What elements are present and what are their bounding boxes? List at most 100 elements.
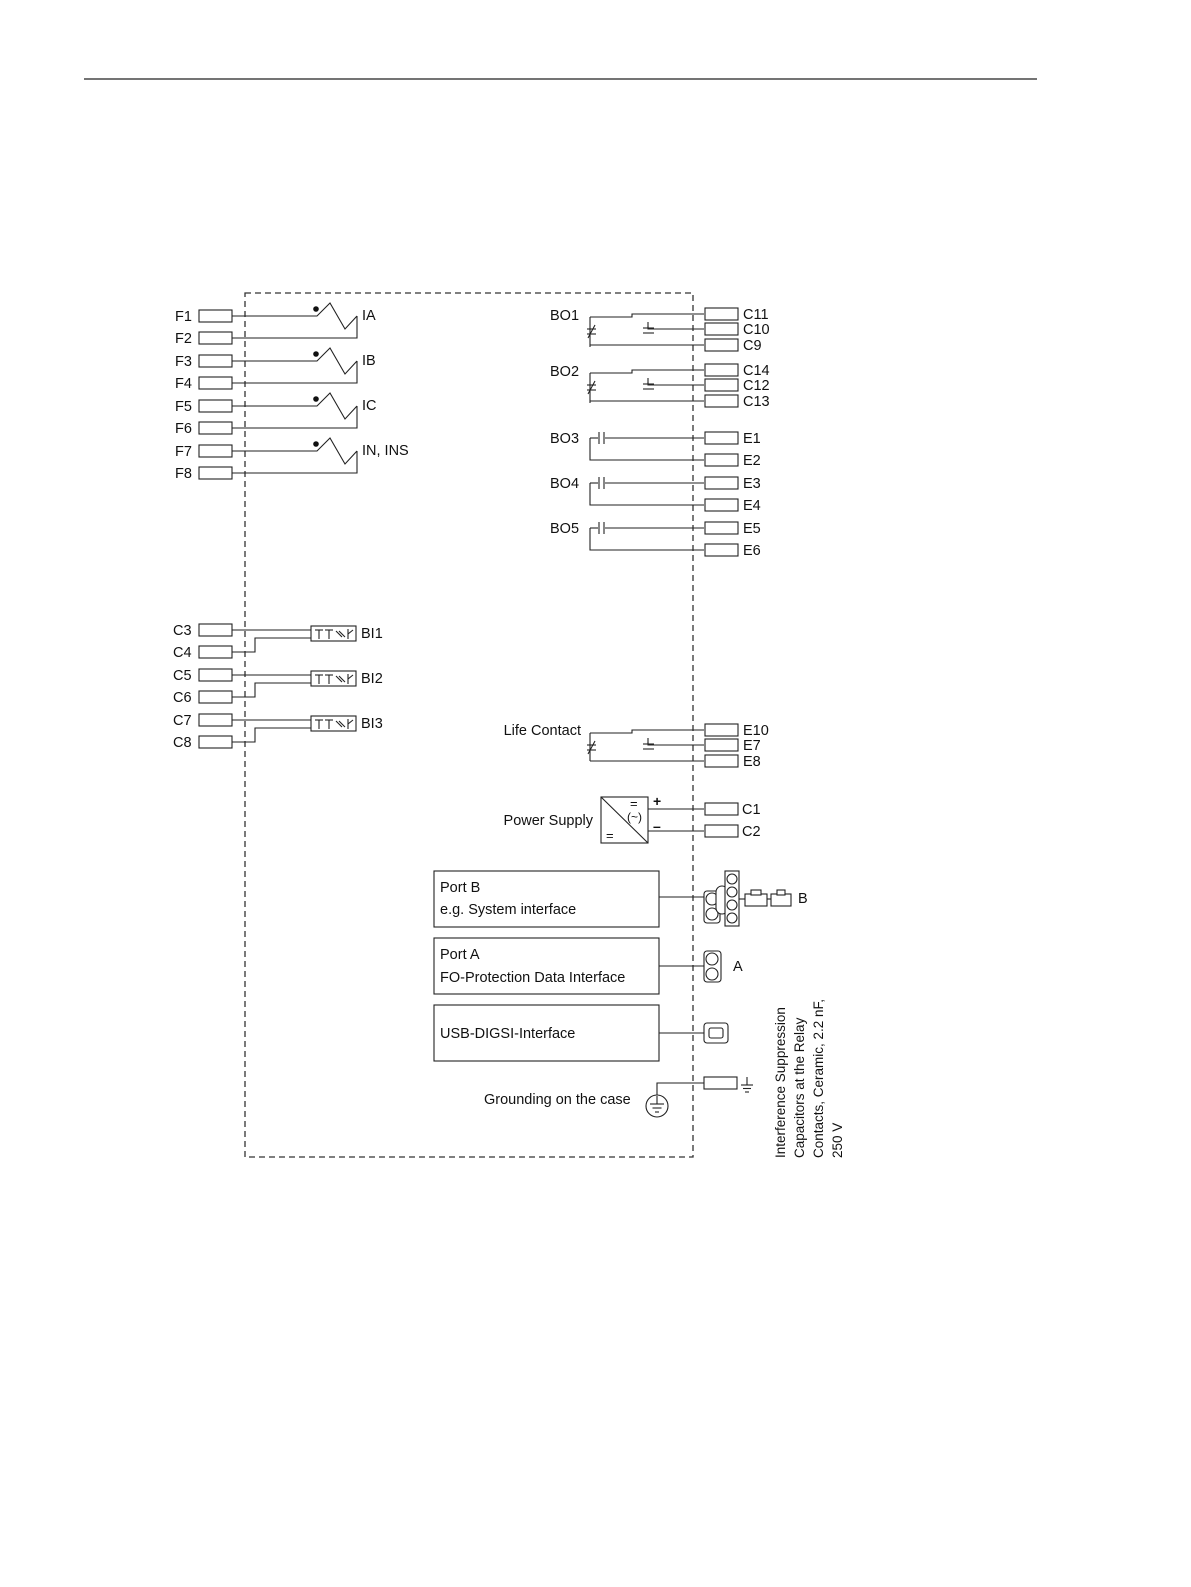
terminal-c14[interactable]	[704, 363, 739, 377]
terminal-e10[interactable]	[704, 723, 739, 737]
port-a: Port A FO-Protection Data Interface A	[433, 937, 743, 995]
polarity-dot-icon	[313, 351, 319, 357]
terminal-label-f1: F1	[175, 309, 192, 325]
terminal-label-f5: F5	[175, 399, 192, 415]
terminal-label-c12: C12	[743, 378, 770, 394]
dc-symbol: =	[630, 796, 638, 811]
life-contact-label: Life Contact	[504, 723, 581, 739]
port-b-desc: e.g. System interface	[440, 902, 576, 918]
power-supply-label: Power Supply	[504, 813, 594, 829]
terminal-c12[interactable]	[704, 378, 739, 392]
port-b-connector[interactable]	[703, 870, 792, 927]
port-b-connector-label: B	[798, 891, 808, 907]
terminal-label-c5: C5	[173, 668, 192, 684]
terminal-f6[interactable]	[198, 421, 233, 435]
port-a-box	[433, 937, 660, 995]
grounding-label: Grounding on the case	[484, 1092, 631, 1108]
port-b-box	[433, 870, 660, 928]
terminal-e4[interactable]	[704, 498, 739, 512]
terminal-c13[interactable]	[704, 394, 739, 408]
terminal-label-f4: F4	[175, 376, 192, 392]
terminal-e8[interactable]	[704, 754, 739, 768]
minus-sign: –	[653, 818, 661, 834]
terminal-f1[interactable]	[198, 309, 233, 323]
terminal-e2[interactable]	[704, 453, 739, 467]
terminal-label-c8: C8	[173, 735, 192, 751]
polarity-dot-icon	[313, 441, 319, 447]
ground-terminal[interactable]	[703, 1076, 738, 1090]
terminal-label-e2: E2	[743, 453, 761, 469]
port-a-connector-label: A	[733, 959, 743, 975]
terminal-c1[interactable]	[704, 802, 739, 816]
terminal-e7[interactable]	[704, 738, 739, 752]
current-input-label: IN, INS	[362, 443, 409, 459]
terminal-f2[interactable]	[198, 331, 233, 345]
terminal-c3[interactable]	[198, 623, 233, 637]
ac-symbol: (~)	[627, 810, 642, 824]
terminal-label-e6: E6	[743, 543, 761, 559]
terminal-f3[interactable]	[198, 354, 233, 368]
binary-input-label: BI1	[361, 626, 383, 642]
terminal-c7[interactable]	[198, 713, 233, 727]
terminal-f8[interactable]	[198, 466, 233, 480]
dc-symbol-out: =	[606, 828, 614, 843]
terminal-f5[interactable]	[198, 399, 233, 413]
terminal-f7[interactable]	[198, 444, 233, 458]
current-input-label: IC	[362, 398, 377, 414]
terminal-label-c13: C13	[743, 394, 770, 410]
terminal-label-c1: C1	[742, 802, 761, 818]
plus-sign: +	[653, 793, 661, 809]
terminal-e1[interactable]	[704, 431, 739, 445]
binary-output-label: BO4	[550, 476, 579, 492]
terminal-e5[interactable]	[704, 521, 739, 535]
port-a-title: Port A	[440, 947, 480, 963]
terminal-label-e7: E7	[743, 738, 761, 754]
terminal-label-f7: F7	[175, 444, 192, 460]
terminal-c10[interactable]	[704, 322, 739, 336]
terminal-c11[interactable]	[704, 307, 739, 321]
terminal-label-e8: E8	[743, 754, 761, 770]
terminal-c4[interactable]	[198, 645, 233, 659]
current-input-label: IA	[362, 308, 376, 324]
suppression-note-line-3: Contacts, Ceramic, 2.2 nF,	[811, 999, 826, 1158]
usb-port-icon[interactable]	[703, 1022, 729, 1044]
terminal-c2[interactable]	[704, 824, 739, 838]
ground-icon	[741, 1077, 753, 1093]
terminal-label-c14: C14	[743, 363, 770, 379]
terminal-label-c3: C3	[173, 623, 192, 639]
terminal-label-c7: C7	[173, 713, 192, 729]
terminal-f4[interactable]	[198, 376, 233, 390]
terminal-label-c4: C4	[173, 645, 192, 661]
terminal-c6[interactable]	[198, 690, 233, 704]
suppression-note: Interference Suppression Capacitors at t…	[773, 999, 845, 1158]
polarity-dot-icon	[313, 306, 319, 312]
terminal-e3[interactable]	[704, 476, 739, 490]
grounding: Grounding on the case	[484, 1076, 753, 1118]
terminal-c9[interactable]	[704, 338, 739, 352]
terminal-e6[interactable]	[704, 543, 739, 557]
terminal-c5[interactable]	[198, 668, 233, 682]
terminal-label-c2: C2	[742, 824, 761, 840]
suppression-note-line-4: 250 V	[830, 1123, 845, 1158]
binary-output-label: BO2	[550, 364, 579, 380]
terminal-label-f8: F8	[175, 466, 192, 482]
port-b: Port B e.g. System interface B	[433, 870, 808, 928]
terminal-c8[interactable]	[198, 735, 233, 749]
port-a-connector[interactable]	[703, 950, 722, 983]
terminal-label-e5: E5	[743, 521, 761, 537]
